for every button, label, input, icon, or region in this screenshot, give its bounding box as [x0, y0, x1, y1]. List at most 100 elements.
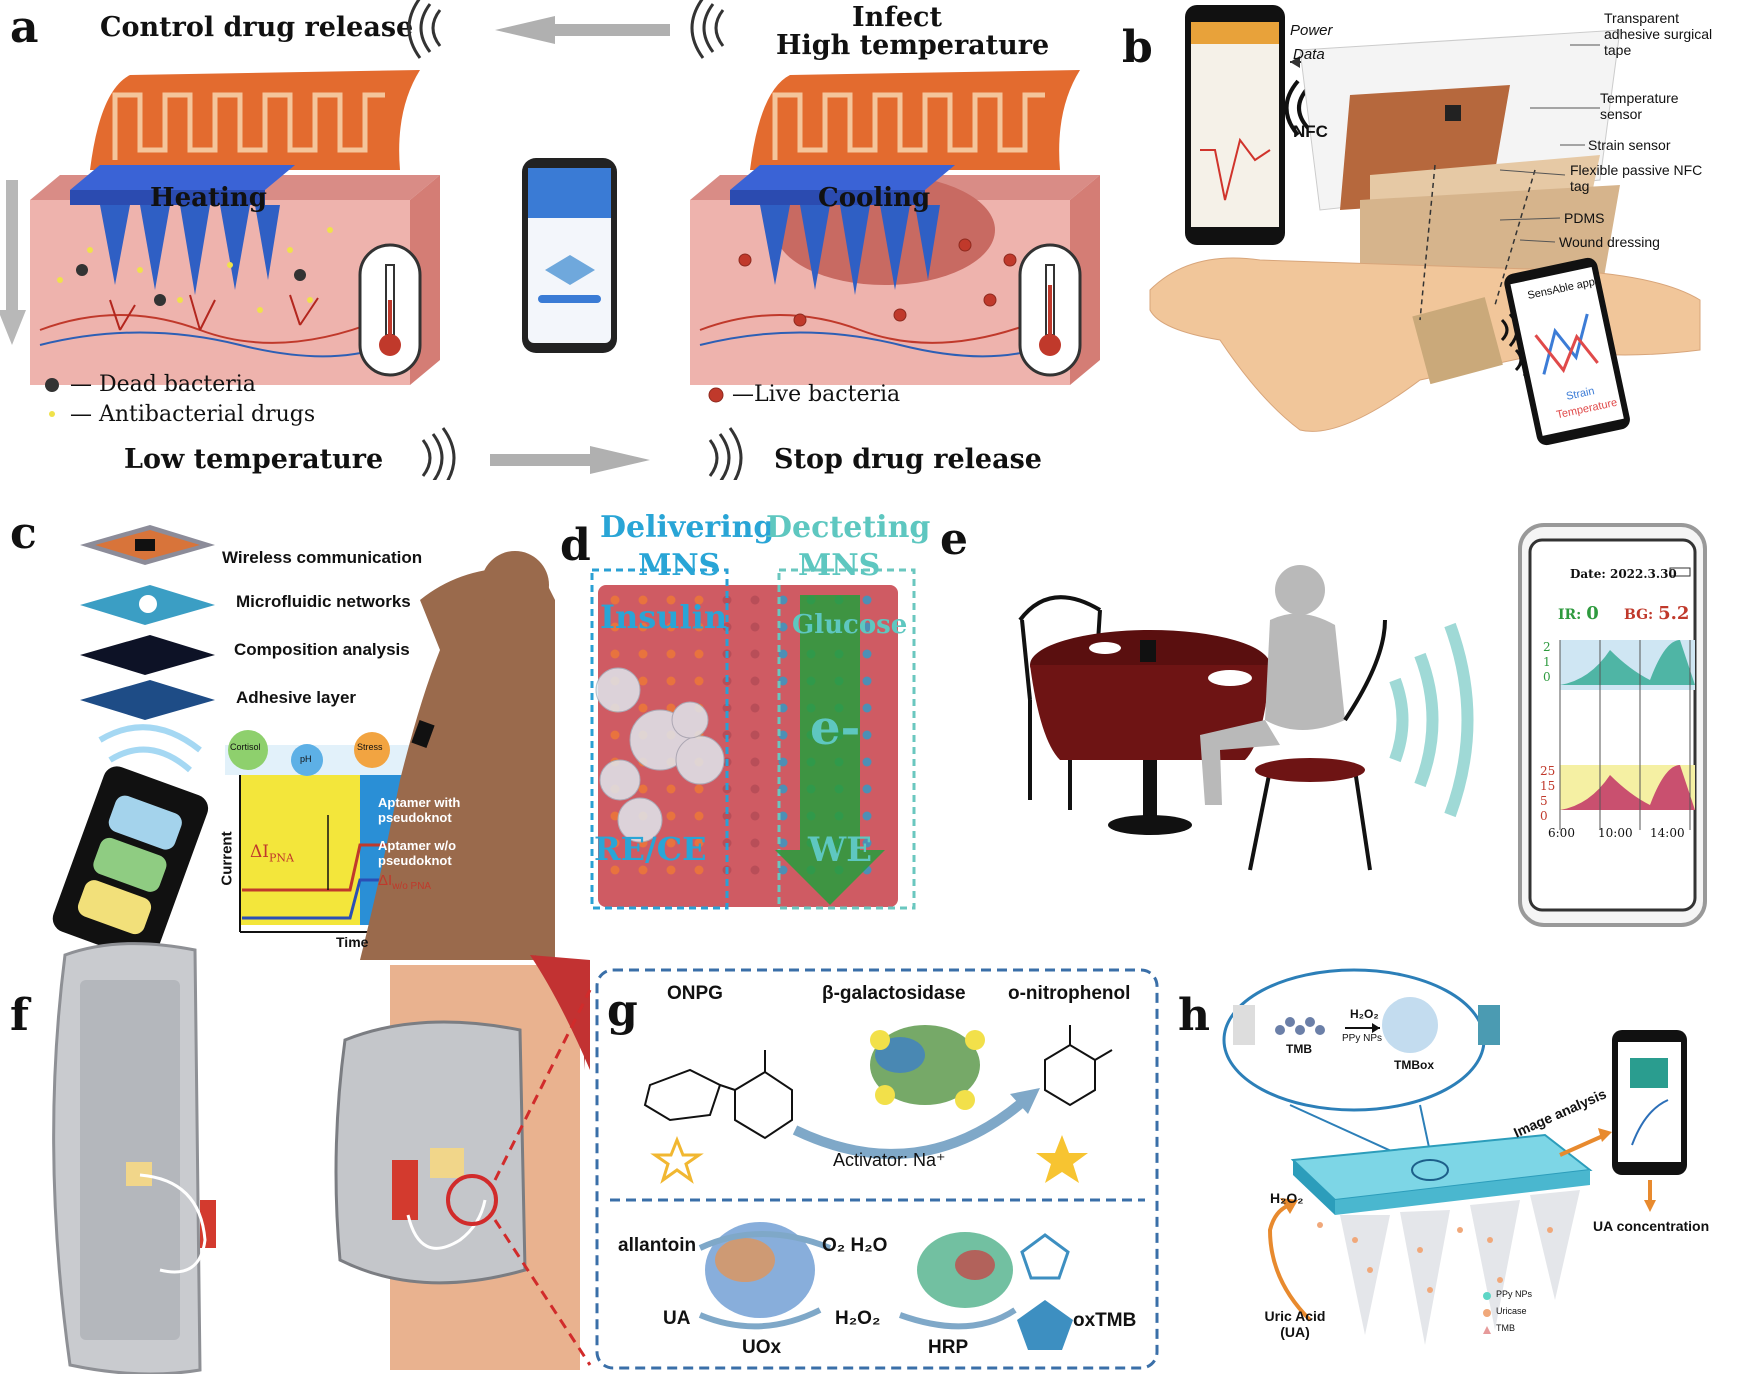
legend-ppy: PPy NPs [1496, 1289, 1533, 1299]
panel-label-d: d [560, 520, 591, 571]
allantoin-label: allantoin [618, 1235, 697, 1256]
dots-h [1317, 1222, 1553, 1293]
pdms-label: PDMS [1564, 210, 1605, 226]
microneedle-dot [638, 865, 648, 875]
infect-title: Infect [852, 2, 942, 33]
ua-concentration-label: UA concentration [1593, 1218, 1710, 1234]
panel-d-art [590, 568, 916, 910]
time-axis-label: Time [336, 934, 369, 950]
wireless-icon-top-left [407, 0, 442, 59]
microneedles-right [760, 205, 940, 295]
uric-acid-label: Uric Acid (UA) [1264, 1308, 1326, 1340]
panel-label-b: b [1122, 22, 1153, 73]
microneedle-dot [750, 595, 760, 605]
microneedle-dot [862, 730, 872, 740]
microneedle-dot [862, 811, 872, 821]
aptamer-without-label: Aptamer w/o pseudoknot [378, 838, 457, 868]
microneedle-dot [610, 811, 620, 821]
chair-right [1248, 619, 1387, 871]
live-bacteria-marker [708, 387, 724, 403]
x-tick-3: 14:00 [1650, 826, 1685, 840]
phone-middle [522, 158, 617, 353]
detecting-title: Decteting [766, 510, 931, 545]
microneedle-dot [610, 622, 620, 632]
microneedle-dot [778, 703, 788, 713]
galactosidase-label: β-galactosidase [822, 983, 966, 1004]
microneedle-dot [666, 703, 676, 713]
panel-label-f: f [10, 990, 29, 1041]
dead-bacteria-legend: — Dead bacteria [70, 372, 256, 397]
ir-label: IR: 0 [1558, 603, 1599, 624]
ua-label: UA [663, 1308, 691, 1329]
microneedle-dot [778, 730, 788, 740]
microneedle-dot [666, 784, 676, 794]
dead-bacteria-left [76, 264, 306, 306]
microneedle-dot [694, 784, 704, 794]
transparent-tape-label: Transparent adhesive surgical tape [1604, 10, 1713, 58]
control-drug-release-title: Control drug release [100, 12, 414, 43]
arrow-right-icon [490, 446, 650, 474]
delivering-title: Delivering [600, 510, 775, 545]
phone-sensable [1504, 257, 1630, 446]
layer-wireless-label: Wireless communication [222, 548, 423, 567]
microneedle-dot [638, 595, 648, 605]
oxtmb-label: oxTMB [1073, 1310, 1137, 1331]
microneedle-dot [610, 649, 620, 659]
bg-label: BG: 5.2 [1624, 603, 1690, 624]
nitrophenol-label: o-nitrophenol [1008, 983, 1131, 1004]
panel-label-g: g [607, 985, 638, 1036]
star-outline-icon [650, 1135, 704, 1184]
tmb-molecule [1275, 1017, 1325, 1035]
ppy-label: PPy NPs [1342, 1033, 1383, 1044]
panel-b-art [1149, 5, 1701, 446]
enzyme-galactosidase [870, 1025, 985, 1110]
panel-label-a: a [10, 2, 39, 53]
tmb-pentagon-icon [1020, 1233, 1070, 1280]
o2-h2o-label: O₂ H₂O [822, 1235, 888, 1256]
oxtmb-pentagon-icon [1017, 1300, 1073, 1350]
signal-icon [1389, 622, 1474, 818]
wound-dressing-label: Wound dressing [1559, 234, 1660, 250]
layer-composition-label: Composition analysis [234, 640, 410, 659]
ticks-bottom: 25 15 5 0 [1540, 764, 1556, 823]
uox-label: UOx [742, 1337, 782, 1358]
microneedle-dot [694, 865, 704, 875]
detecting-mns: MNS [798, 548, 881, 583]
phone-c [52, 766, 209, 961]
microneedle-dot [862, 703, 872, 713]
microneedles-h [1340, 1190, 1580, 1345]
h2o2-left-label: H₂O₂ [1270, 1190, 1304, 1206]
re-ce-label: RE/CE [594, 830, 707, 868]
insulin-bubbles [595, 667, 725, 843]
cuff-on-arm [334, 955, 590, 1370]
microneedle-dot [778, 595, 788, 605]
microneedle-dot [862, 595, 872, 605]
microneedle-dot [862, 676, 872, 686]
microneedle-dot [778, 649, 788, 659]
drug-dots-left [57, 227, 333, 313]
tmb-label: TMB [1286, 1042, 1312, 1056]
microneedle-dot [610, 595, 620, 605]
microneedle-dot [666, 676, 676, 686]
wireless-icon-top-right [690, 0, 725, 59]
cuff-flat [52, 942, 216, 1374]
x-tick-2: 10:00 [1598, 826, 1633, 840]
microneedle-dot [750, 622, 760, 632]
nfc-tag-label: Flexible passive NFC tag [1570, 162, 1703, 194]
hrp-enzyme [917, 1232, 1013, 1308]
heater-left [90, 70, 420, 170]
onpg-label: ONPG [667, 983, 723, 1004]
nitrophenol-structure [1044, 1025, 1113, 1107]
antibacterial-drugs-legend: — Antibacterial drugs [70, 402, 316, 427]
microneedle-dot [778, 865, 788, 875]
microneedle-dot [666, 622, 676, 632]
microneedle-dot [862, 784, 872, 794]
layer-wireless [80, 525, 215, 565]
microneedle-dot [638, 703, 648, 713]
delta-pna-label: ΔIPNA [250, 842, 294, 865]
legend-tmb: TMB [1496, 1323, 1515, 1333]
dead-bacteria-marker [45, 378, 59, 392]
heater-right [750, 70, 1080, 170]
microneedle-dot [694, 676, 704, 686]
microneedle-dot [638, 676, 648, 686]
